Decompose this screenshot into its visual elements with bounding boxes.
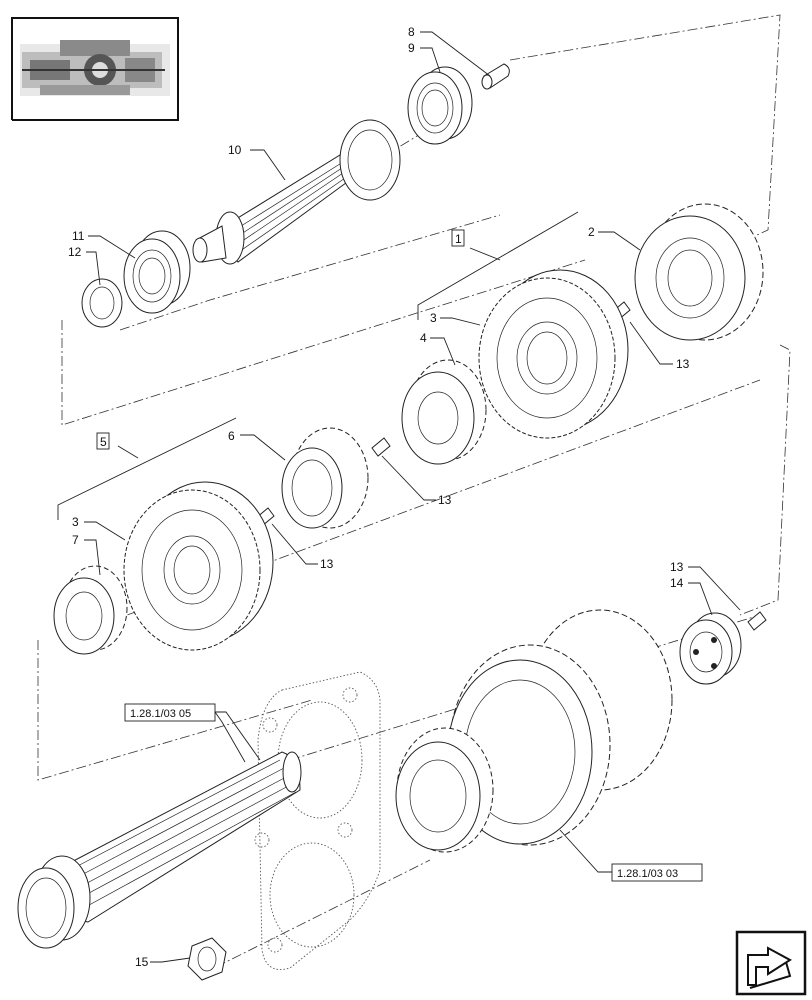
synchronizer-part-3-upper[interactable] bbox=[478, 269, 629, 439]
gear-part-7[interactable] bbox=[53, 565, 128, 655]
reference-link-shaft[interactable]: 1.28.1/03 05 bbox=[124, 703, 216, 722]
gear-part-6[interactable] bbox=[281, 427, 369, 529]
splined-shaft-part-10[interactable] bbox=[192, 119, 401, 265]
main-shaft-assembly[interactable] bbox=[17, 751, 302, 949]
callout-3-lower: 3 bbox=[72, 515, 79, 529]
callout-6: 6 bbox=[228, 429, 235, 443]
navigation-arrow-icon[interactable] bbox=[735, 930, 807, 996]
nut-part-15[interactable] bbox=[187, 937, 227, 981]
callout-15: 15 bbox=[135, 955, 149, 969]
washer-part-12[interactable] bbox=[81, 278, 123, 328]
group-label-5: 5 bbox=[100, 435, 107, 449]
callout-labels: 8 9 10 11 12 2 3 4 13 6 13 3 7 13 13 14 … bbox=[68, 25, 690, 969]
gear-part-4[interactable] bbox=[401, 359, 487, 465]
callout-2: 2 bbox=[588, 225, 595, 239]
gear-part-2[interactable] bbox=[634, 203, 764, 341]
callout-13-b: 13 bbox=[438, 493, 452, 507]
callout-13-d: 13 bbox=[670, 560, 684, 574]
synchronizer-part-3-lower[interactable] bbox=[123, 481, 274, 651]
callout-8: 8 bbox=[408, 25, 415, 39]
callout-12: 12 bbox=[68, 245, 82, 259]
bearing-part-14[interactable] bbox=[679, 612, 742, 685]
callout-7: 7 bbox=[72, 533, 79, 547]
reference-link-gears[interactable]: 1.28.1/03 03 bbox=[611, 863, 703, 882]
bearing-part-11[interactable] bbox=[123, 230, 191, 314]
pin-part-8[interactable] bbox=[481, 63, 510, 90]
callout-14: 14 bbox=[670, 576, 684, 590]
group-label-1: 1 bbox=[455, 232, 462, 246]
bearing-part-9[interactable] bbox=[407, 66, 473, 145]
callout-13-c: 13 bbox=[320, 557, 334, 571]
callout-13-a: 13 bbox=[676, 357, 690, 371]
callout-11: 11 bbox=[72, 229, 85, 243]
spring-part-13-b[interactable] bbox=[371, 437, 391, 457]
transmission-overview-thumbnail[interactable] bbox=[11, 17, 179, 121]
callout-10: 10 bbox=[228, 143, 242, 157]
cluster-gear-assembly[interactable] bbox=[395, 609, 673, 853]
svg-text:1.28.1/03 05: 1.28.1/03 05 bbox=[130, 708, 191, 720]
housing-plate bbox=[254, 671, 381, 970]
svg-text:1.28.1/03 03: 1.28.1/03 03 bbox=[617, 868, 678, 880]
leader-lines bbox=[57, 31, 741, 963]
callout-3-upper: 3 bbox=[430, 311, 437, 325]
callout-4: 4 bbox=[420, 331, 427, 345]
spring-part-13-d[interactable] bbox=[747, 611, 767, 631]
callout-9: 9 bbox=[408, 41, 415, 55]
